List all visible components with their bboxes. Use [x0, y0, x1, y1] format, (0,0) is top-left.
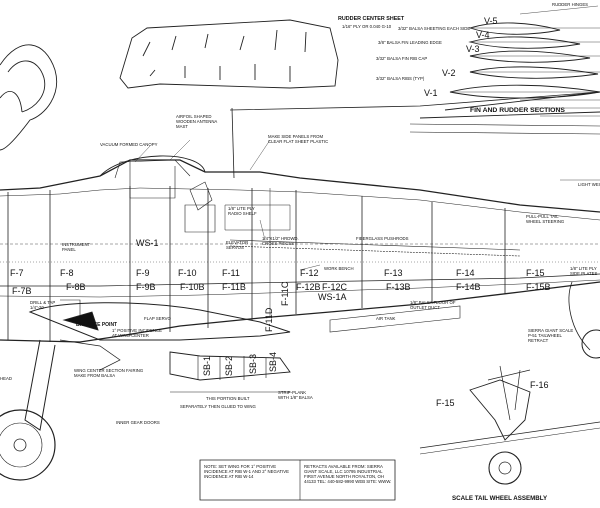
label-rudder-hinges: Rudder Hinges	[552, 2, 589, 7]
label-light-weight: Light Wei	[578, 182, 600, 187]
label-side-panels: Make Side Panels from Clear Flat Sheet P…	[268, 134, 329, 144]
label-f9b: F-9b	[136, 282, 156, 292]
label-sb3: SB-3	[248, 353, 258, 374]
label-f15-tail: F-15	[436, 398, 455, 408]
label-ws1a: WS-1a	[318, 292, 347, 302]
label-antenna: Airfoil Shaped Wooden Antenna Mast	[176, 114, 218, 129]
label-f12c: F-12c	[322, 282, 348, 292]
label-fairing: Wing Center Section Fairing Make from Ba…	[74, 368, 144, 378]
label-rudder-center-sheet-sub: 1/16" Ply or 0.040 G-10	[342, 24, 392, 29]
label-v2: V-2	[442, 68, 456, 78]
label-inner-gear-doors: Inner Gear Doors	[116, 420, 160, 425]
tail-wheel	[488, 451, 522, 485]
label-f10b: F-10b	[180, 282, 205, 292]
label-rudder-center-sheet: Rudder Center Sheet	[338, 16, 405, 22]
note-retracts: Retracts available from: Sierra Giant Sc…	[304, 464, 392, 484]
label-f13b: F-13b	[386, 282, 411, 292]
label-v4: V-4	[476, 30, 490, 40]
label-f10: F-10	[178, 268, 197, 278]
label-sheeting: 3/32" Balsa Sheeting Each Side	[398, 26, 471, 31]
label-scale-tail-wheel: Scale Tail Wheel Assembly	[452, 495, 548, 502]
label-f14: F-14	[456, 268, 475, 278]
label-f8: F-8	[60, 268, 74, 278]
label-head: Head	[0, 376, 12, 381]
label-sierra-scale: Sierra Giant Scale P-51 Tailwheel Retrac…	[528, 328, 574, 343]
label-v1: V-1	[424, 88, 438, 98]
label-balance-point: Balance Point	[76, 322, 118, 328]
label-f11b: F-11b	[222, 282, 246, 292]
label-outlet-duct: 1/8" Balsa Floor of Outlet Duct	[410, 300, 456, 310]
label-flap-servo: Flap Servo	[144, 316, 171, 321]
label-ws1: WS-1	[136, 238, 159, 248]
label-positive-incidence: 1° Positive Incidence at Wing Center	[112, 328, 162, 338]
label-f7: F-7	[10, 268, 24, 278]
label-lite-ply-side: 1/8" Lite Ply Side Plates	[570, 266, 598, 276]
label-work-bench: Work Bench	[324, 266, 354, 271]
rudder-center-sheet-outline	[119, 19, 339, 89]
label-fin-ribs: 3/32" Balsa Ribs (Typ)	[376, 76, 425, 81]
label-instrument-panel: Instrument Panel	[62, 242, 91, 252]
main-wheel	[0, 409, 56, 481]
label-f15b: F-15b	[526, 282, 551, 292]
label-f8b: F-8b	[66, 282, 86, 292]
label-sb1: SB-1	[202, 355, 212, 376]
label-v5: V-5	[484, 16, 498, 26]
label-canopy: Vacuum Formed Canopy	[100, 142, 158, 147]
label-radio-shelf: 1/8" Lite Ply Radio Shelf	[228, 206, 257, 216]
fuselage-outline	[0, 159, 600, 213]
label-f14b: F-14b	[456, 282, 481, 292]
label-rib-cap: 3/32" Balsa Fin Rib Cap	[376, 56, 428, 61]
wing-section	[28, 302, 291, 341]
label-v3: V-3	[466, 44, 480, 54]
label-drill-tap: Drill & Tap 1/4"-20	[30, 300, 56, 310]
label-fin-rudder-sections: Fin and Rudder Sections	[470, 107, 565, 114]
formers	[7, 186, 506, 342]
label-f12: F-12	[300, 268, 319, 278]
label-f7b: F-7b	[12, 286, 32, 296]
fin-section-v3	[469, 50, 591, 63]
label-f13: F-13	[384, 268, 403, 278]
fin-section-v2	[469, 66, 599, 79]
label-f11d: F-11d	[264, 307, 274, 332]
label-leading-edge: 3/8" Balsa Fin Leading Edge	[378, 40, 442, 45]
label-strip-plank: Strip-Plank with 1/8" Balsa	[278, 390, 313, 400]
canopy-view	[0, 44, 57, 151]
label-this-portion: This Portion Built	[206, 396, 250, 401]
label-f11: F-11	[222, 268, 240, 278]
note-wing-incidence: Note: Set wing for 1° positive incidence…	[204, 464, 289, 479]
tail-wheel-strut	[469, 379, 531, 441]
fin-section-v5	[468, 22, 561, 35]
label-pull-pull: Pull-Pull Tail Wheel Steering	[526, 214, 565, 224]
label-air-tank: Air Tank	[376, 316, 396, 321]
fin-section-v4	[468, 36, 581, 49]
label-pushrods: Fiberglass Pushrods	[356, 236, 409, 241]
label-elevator-servos: Elevator Servos	[226, 240, 249, 250]
label-hrdwd: 1/4"x1/2" Hrdwd. Cross Pieces	[262, 236, 299, 246]
label-f16: F-16	[530, 380, 549, 390]
label-sb4: SB-4	[268, 351, 278, 372]
label-separately: Separately then Glued to Wing	[180, 404, 256, 409]
label-f11c: F-11c	[280, 281, 290, 306]
label-sb2: SB-2	[224, 355, 234, 376]
label-f9: F-9	[136, 268, 150, 278]
label-f12b: F-12b	[296, 282, 321, 292]
label-f15: F-15	[526, 268, 545, 278]
fin-section-v1	[449, 84, 600, 99]
